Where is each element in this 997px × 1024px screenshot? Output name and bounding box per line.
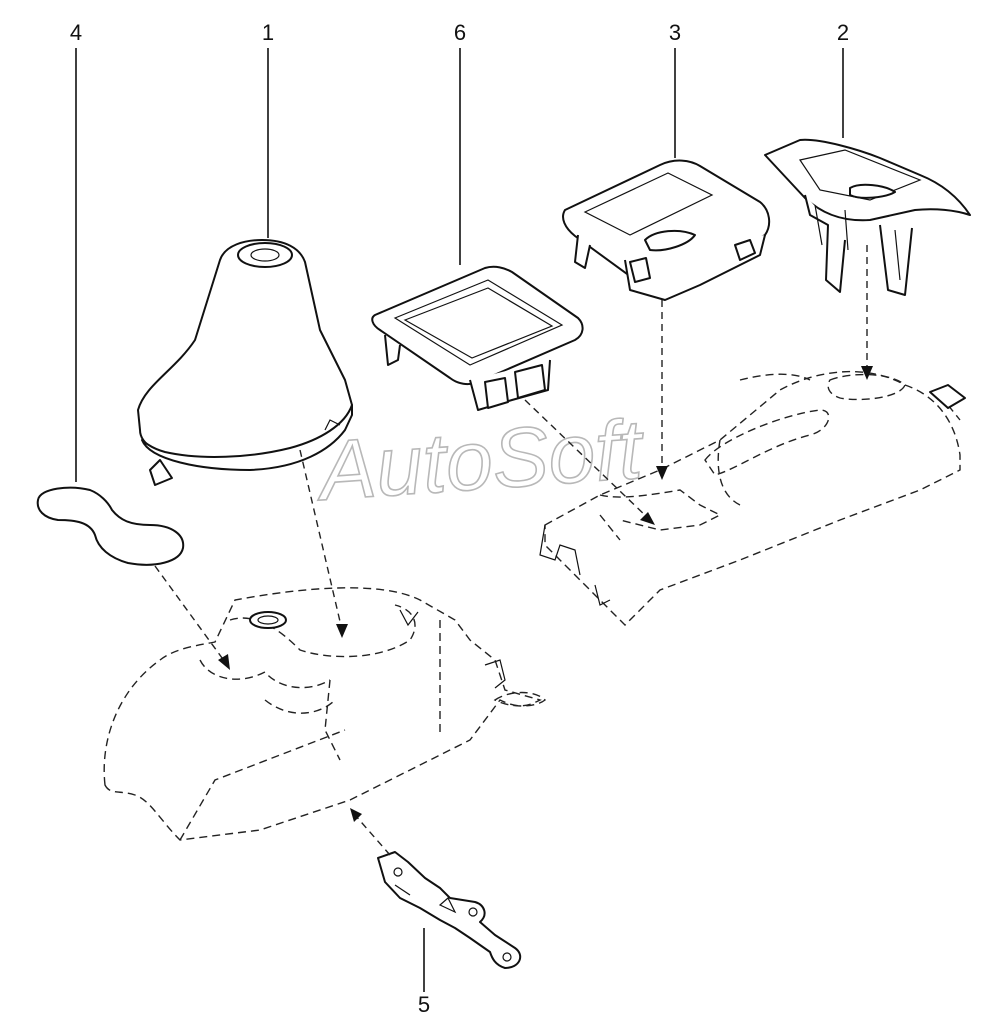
part-4-seal-pad: [36, 486, 185, 566]
callout-2: 2: [837, 20, 849, 45]
part-2-rear-bezel: [764, 138, 971, 296]
part-5-bracket: [377, 851, 522, 969]
rear-console-outline: [539, 370, 966, 626]
callout-3: 3: [669, 20, 681, 45]
callout-labels: 4 1 6 3 2 5: [70, 20, 849, 1017]
callout-4: 4: [70, 20, 82, 45]
watermark-text-line1: AutoSoft: [312, 401, 649, 518]
callout-5: 5: [418, 992, 430, 1017]
callout-leaders: [75, 48, 844, 992]
watermark: AutoSoft: [311, 401, 649, 519]
callout-1: 1: [262, 20, 274, 45]
part-3-upper-bezel: [562, 159, 771, 301]
part-6-tray-insert: [371, 265, 584, 411]
front-console-outline: [103, 587, 547, 841]
part-1-shift-boot: [137, 239, 353, 486]
assembly-arrows: [154, 245, 873, 856]
callout-6: 6: [454, 20, 466, 45]
